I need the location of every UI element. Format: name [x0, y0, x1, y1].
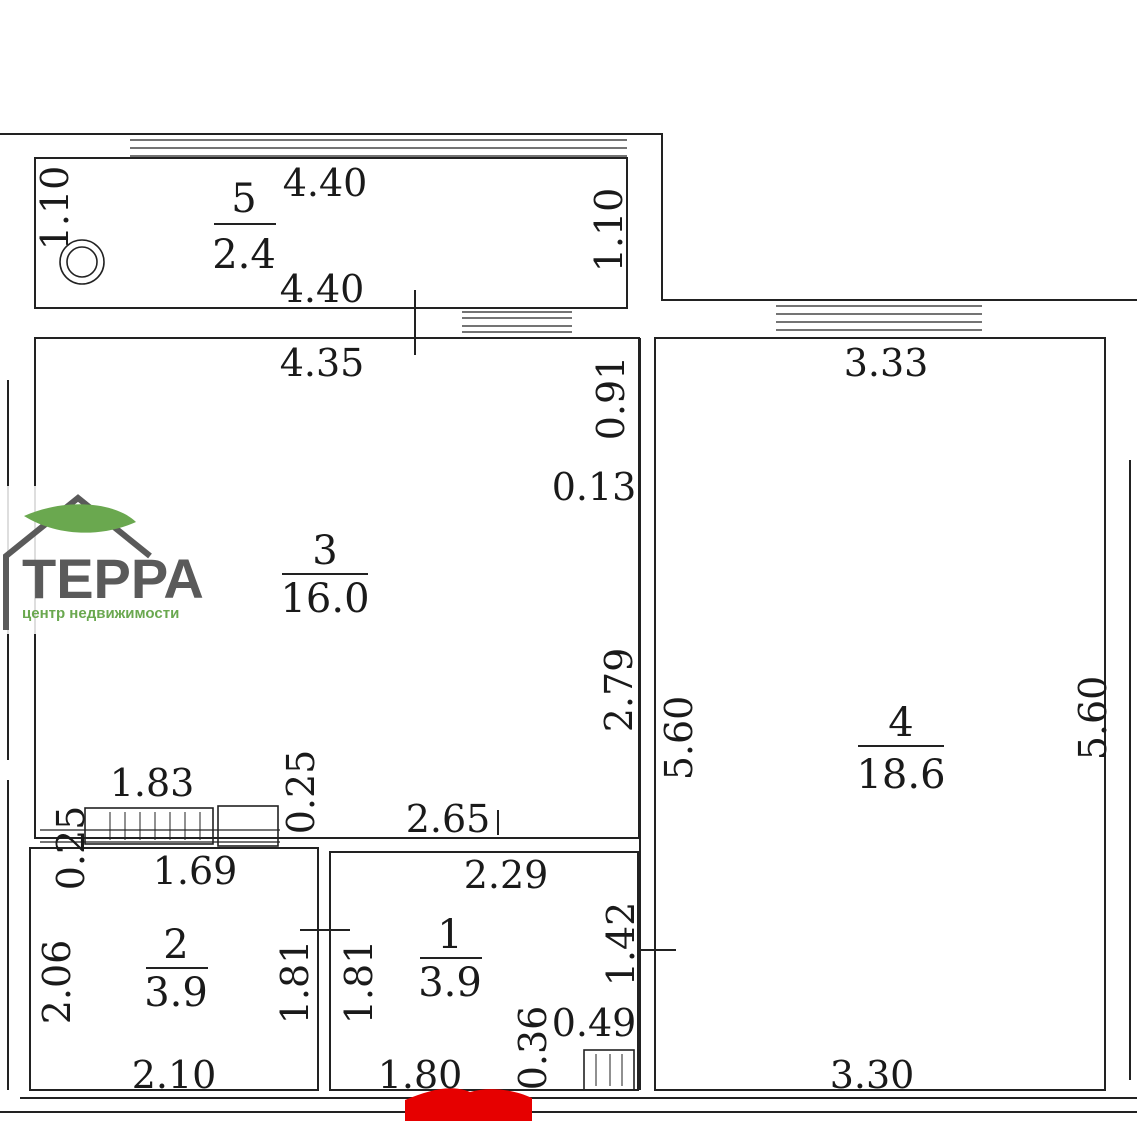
room-1-number: 1	[437, 912, 462, 958]
dim-r1-right: 1.42	[599, 902, 643, 987]
dim-r1-small-v: 0.36	[511, 1006, 555, 1091]
dim-r4-left: 5.60	[657, 696, 701, 781]
dim-r2-top: 1.69	[153, 849, 238, 893]
dim-r5-left: 1.10	[33, 166, 77, 251]
room-5-outline	[34, 157, 628, 309]
room-4-number: 4	[888, 700, 913, 746]
room-4-area: 18.6	[856, 752, 945, 798]
dim-r2-bottom: 2.10	[132, 1053, 217, 1097]
dim-r4-top: 3.33	[844, 341, 929, 385]
dim-r3-bottom-small: 0.25	[279, 750, 323, 835]
entrance-mark	[405, 1088, 532, 1121]
fixtures	[59, 239, 635, 1091]
leaf-icon	[24, 504, 136, 533]
dim-r5-bottom: 4.40	[280, 267, 365, 311]
room-5-area: 2.4	[212, 232, 276, 278]
room-2-number: 2	[163, 922, 188, 968]
room-3-number: 3	[312, 528, 337, 574]
dim-r4-right: 5.60	[1071, 676, 1115, 761]
room-5-number: 5	[231, 176, 256, 222]
room-4-outline	[654, 337, 1106, 1091]
pipe-icon	[59, 239, 105, 285]
dimension-labels: 4.40 4.40 1.10 1.10 4.35 0.91 0.13 2.79 …	[33, 161, 1115, 1097]
dim-r2-left: 2.06	[35, 940, 79, 1025]
dim-r1-top: 2.29	[464, 853, 549, 897]
dim-r3-right-mid: 0.13	[552, 465, 637, 509]
logo: ТЕРРА центр недвижимости	[0, 486, 228, 634]
dim-r1-left: 1.81	[337, 940, 381, 1025]
room-2-area: 3.9	[144, 970, 208, 1016]
dim-r5-top: 4.40	[283, 161, 368, 205]
room-labels: 5 2.4 3 16.0 4 18.6 2 3.9 1 3.9	[144, 176, 945, 1016]
room-1-area: 3.9	[418, 960, 482, 1006]
dim-r3-right-top: 0.91	[589, 356, 633, 441]
vent-icon	[217, 805, 279, 847]
dim-r5-right: 1.10	[587, 188, 631, 273]
logo-tagline: центр недвижимости	[22, 605, 179, 622]
dim-r3-bottom: 2.65	[406, 797, 491, 841]
dim-r3-left-bottom: 1.83	[110, 761, 195, 805]
dim-r1-bottom: 1.80	[378, 1053, 463, 1097]
dim-r2-right: 1.81	[273, 940, 317, 1025]
room-3-area: 16.0	[280, 576, 369, 622]
dim-r1-small-h: 0.49	[552, 1001, 637, 1045]
logo-name: ТЕРРА	[22, 547, 204, 610]
dim-r4-bottom: 3.30	[830, 1053, 915, 1097]
dim-r2-left-top: 0.25	[49, 806, 93, 891]
dim-r3-right-low: 2.79	[597, 648, 641, 733]
dim-r3-top: 4.35	[280, 341, 365, 385]
shaft-icon	[583, 1049, 635, 1091]
radiator-icon	[84, 807, 214, 845]
